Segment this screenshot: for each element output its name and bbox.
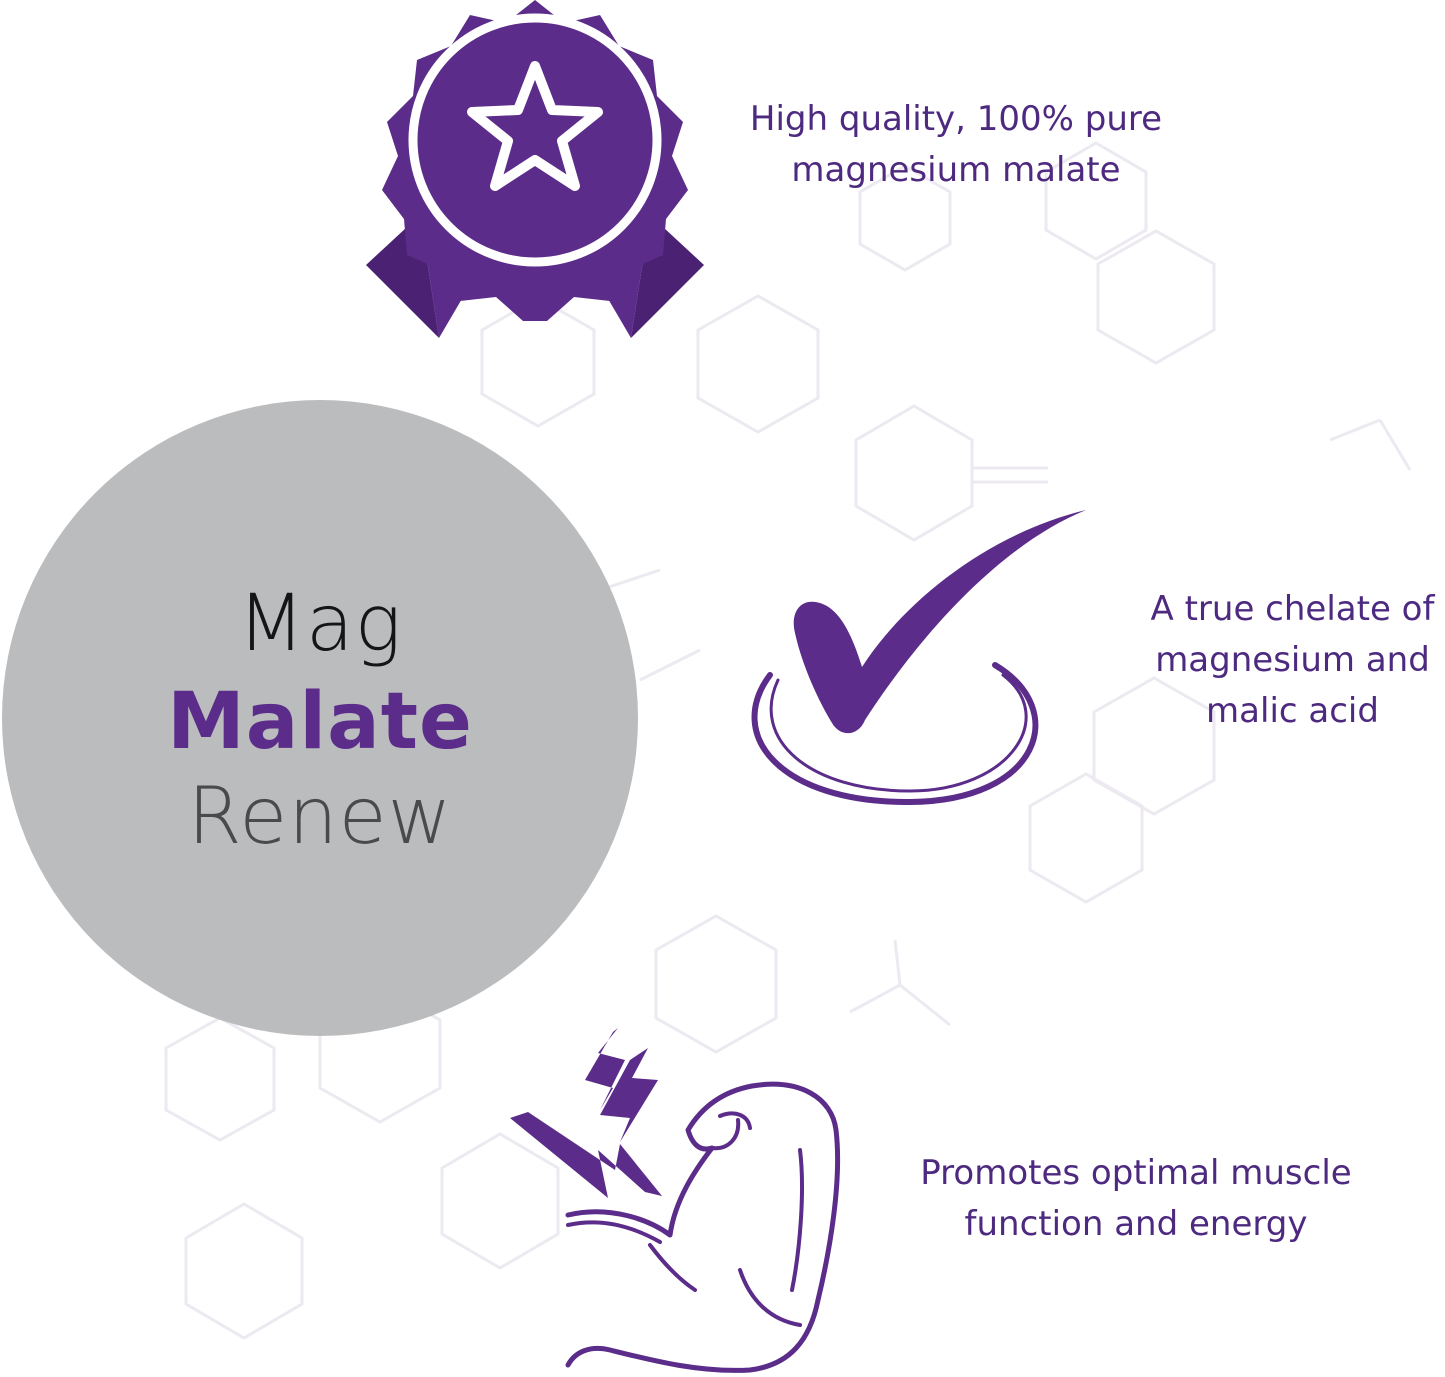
feature-1-line-2: magnesium malate [791,150,1121,190]
feature-text-quality: High quality, 100% pure magnesium malate [700,94,1212,196]
feature-text-chelate: A true chelate of magnesium and malic ac… [1140,584,1445,737]
feature-2-line-3: malic acid [1206,691,1379,731]
feature-2-line-2: magnesium and [1155,640,1430,680]
award-badge-icon [366,0,704,338]
brand-circle [2,400,638,1036]
feature-1-line-1: High quality, 100% pure [749,99,1163,139]
brand-name-line-2: Malate [167,677,473,767]
feature-text-muscle: Promotes optimal muscle function and ene… [880,1148,1392,1250]
feature-3-line-2: function and energy [964,1204,1308,1244]
brand-name-line-3: Renew [187,772,453,862]
feature-2-line-1: A true chelate of [1150,589,1435,629]
feature-3-line-1: Promotes optimal muscle [920,1153,1352,1193]
brand-name-line-1: Mag [237,579,403,669]
checkmark-icon [751,510,1086,806]
flexed-muscle-icon [510,1028,841,1373]
